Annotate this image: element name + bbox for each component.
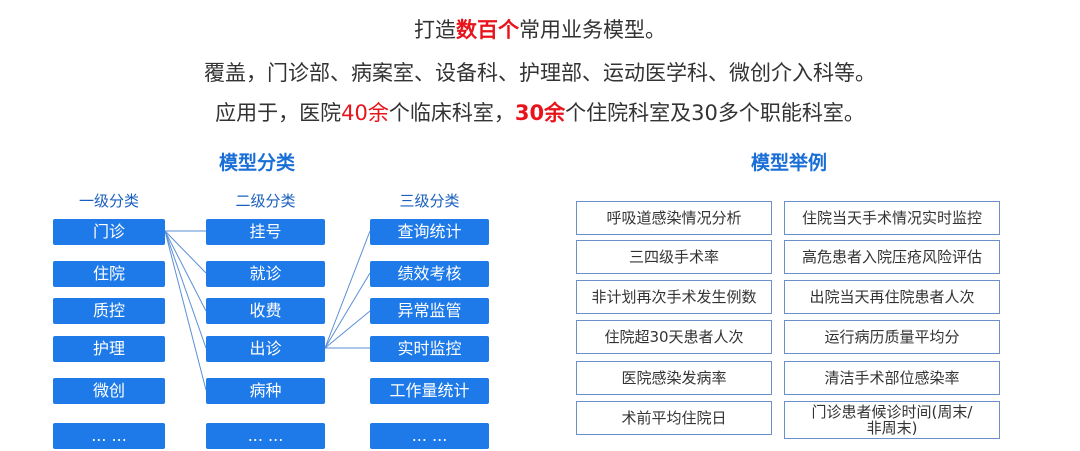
example-left-4[interactable]: 住院超30天患者人次 [576, 320, 772, 354]
headline-1-emphasis: 数百个 [456, 18, 519, 42]
classification-title: 模型分类 [218, 152, 295, 174]
level3-query-stats[interactable]: 查询统计 [370, 219, 489, 245]
level2-consultation[interactable]: 就诊 [206, 261, 325, 287]
level3-more[interactable]: ... ... [370, 423, 489, 449]
link-mz-sf [164, 230, 207, 312]
headline-line-2: 覆盖，门诊部、病案室、设备科、护理部、运动医学科、微创介入科等。 [204, 61, 876, 85]
example-right-4[interactable]: 运行病历质量平均分 [784, 320, 1000, 354]
level2-label: 二级分类 [235, 192, 296, 210]
level1-minimally-invasive[interactable]: 微创 [53, 378, 165, 404]
level2-registration[interactable]: 挂号 [206, 219, 325, 245]
level1-quality-control[interactable]: 质控 [53, 298, 165, 324]
link-mz-bz [164, 230, 207, 391]
example-left-2[interactable]: 三四级手术率 [576, 240, 772, 274]
headline-3-emphasis-2: 30余 [514, 101, 566, 125]
level3-anomaly-monitor[interactable]: 异常监管 [370, 298, 489, 324]
level3-performance[interactable]: 绩效考核 [370, 261, 489, 287]
level1-label: 一级分类 [78, 192, 139, 210]
level1-nursing[interactable]: 护理 [53, 336, 165, 362]
headline-3-pre: 应用于，医院 [215, 101, 342, 125]
headline-3-post: 个住院科室及30多个职能科室。 [565, 101, 865, 125]
example-right-2[interactable]: 高危患者入院压疮风险评估 [784, 240, 1000, 274]
level3-workload-stats[interactable]: 工作量统计 [370, 378, 489, 404]
link-mz-jz [164, 230, 207, 274]
level1-more[interactable]: ... ... [53, 423, 165, 449]
examples-title: 模型举例 [750, 152, 827, 174]
example-right-3[interactable]: 出院当天再住院患者人次 [784, 280, 1000, 314]
level2-disease-type[interactable]: 病种 [206, 378, 325, 404]
level2-clinic-duty[interactable]: 出诊 [206, 336, 325, 362]
example-right-1[interactable]: 住院当天手术情况实时监控 [784, 201, 1000, 235]
example-right-5[interactable]: 清洁手术部位感染率 [784, 361, 1000, 395]
level1-inpatient[interactable]: 住院 [53, 261, 165, 287]
link-cz-jx [324, 272, 371, 349]
headline-1-pre: 打造 [414, 18, 456, 42]
level2-more[interactable]: ... ... [206, 423, 325, 449]
link-cz-yc [324, 310, 371, 349]
level1-outpatient[interactable]: 门诊 [53, 219, 165, 245]
headline-3-mid: 个临床科室， [388, 101, 515, 125]
example-left-1[interactable]: 呼吸道感染情况分析 [576, 201, 772, 235]
example-right-6[interactable]: 门诊患者候诊时间(周末/非周末) [784, 401, 1000, 439]
level2-billing[interactable]: 收费 [206, 298, 325, 324]
link-cz-cx [324, 230, 371, 349]
headline-line-1: 打造数百个常用业务模型。 [0, 14, 1080, 44]
headline-3-emphasis-1: 40余 [341, 101, 389, 125]
headline-1-post: 常用业务模型。 [519, 18, 666, 42]
headline-line-3: 应用于，医院40余个临床科室，30余个住院科室及30多个职能科室。 [0, 97, 1080, 127]
link-mz-cz [164, 230, 207, 349]
example-left-5[interactable]: 医院感染发病率 [576, 361, 772, 395]
level3-label: 三级分类 [399, 192, 460, 210]
example-left-6[interactable]: 术前平均住院日 [576, 401, 772, 435]
example-left-3[interactable]: 非计划再次手术发生例数 [576, 280, 772, 314]
level3-realtime-monitor[interactable]: 实时监控 [370, 336, 489, 362]
